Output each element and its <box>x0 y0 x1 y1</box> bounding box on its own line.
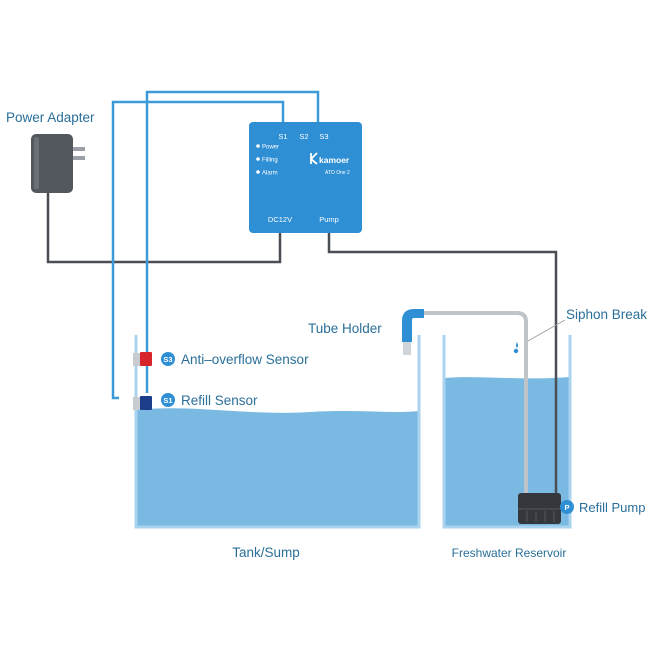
reservoir-outline <box>442 335 572 529</box>
adapter-prong-bottom <box>70 156 85 160</box>
tube-holder <box>402 309 424 355</box>
port-label-s1: S1 <box>278 132 287 141</box>
adapter-prong-top <box>70 147 85 151</box>
controller-body <box>249 122 362 233</box>
indicator-label-filling: Filling <box>262 158 278 164</box>
tank-sump <box>134 335 421 529</box>
brand-logo-icon <box>310 152 318 165</box>
brand-name: kamoer <box>319 155 350 165</box>
water-drop-icon <box>516 342 518 348</box>
refill-pump <box>518 493 561 524</box>
badge-p-label: P <box>564 503 569 512</box>
badge-p <box>560 500 574 514</box>
tube-holder-icon <box>402 309 424 342</box>
anti-overflow-sensor <box>133 352 152 366</box>
siphon-break-leader <box>527 319 566 342</box>
power-cable <box>46 192 282 264</box>
label-refill-pump: Refill Pump <box>579 500 645 515</box>
filling-indicator-dot <box>256 157 260 161</box>
refill-sensor <box>133 396 152 410</box>
refill-sensor-probe <box>140 396 152 410</box>
label-tank-sump: Tank/Sump <box>232 545 300 560</box>
badge-s3 <box>161 352 175 366</box>
power-adapter <box>31 134 85 193</box>
badge-s1-label: S1 <box>163 396 172 405</box>
water-drop-small-icon <box>513 348 519 354</box>
power-indicator-dot <box>256 144 260 148</box>
refill-tube <box>412 311 528 497</box>
adapter-highlight <box>34 137 39 189</box>
badge-s1 <box>161 393 175 407</box>
model-name: ATO One 2 <box>325 170 350 176</box>
port-label-s3: S3 <box>319 132 328 141</box>
indicator-label-power: Power <box>262 145 279 151</box>
refill-sensor-cable <box>111 100 285 400</box>
port-label-pump: Pump <box>319 215 339 224</box>
reservoir-water <box>444 377 570 527</box>
tank-outline <box>134 335 421 529</box>
tube-holder-outlet <box>403 342 411 355</box>
label-siphon-break: Siphon Break <box>566 307 647 322</box>
overflow-sensor-probe <box>140 352 152 366</box>
pump-cable <box>327 233 558 497</box>
port-label-s2: S2 <box>299 132 308 141</box>
port-label-dc12v: DC12V <box>268 215 292 224</box>
refill-sensor-mount <box>133 397 140 410</box>
label-anti-overflow-sensor: Anti–overflow Sensor <box>181 352 309 367</box>
label-freshwater-reservoir: Freshwater Reservoir <box>452 546 567 560</box>
indicator-label-alarm: Alarm <box>262 171 278 177</box>
badge-s3-label: S3 <box>163 355 172 364</box>
label-refill-sensor: Refill Sensor <box>181 393 258 408</box>
adapter-body <box>31 134 73 193</box>
label-power-adapter: Power Adapter <box>6 110 95 125</box>
overflow-sensor-cable <box>145 90 320 393</box>
tank-water <box>136 408 419 527</box>
label-tube-holder: Tube Holder <box>308 321 382 336</box>
overflow-sensor-mount <box>133 353 140 366</box>
ato-controller: S1 S2 S3 Power Filling Alarm kamoer ATO … <box>249 122 362 233</box>
freshwater-reservoir <box>442 335 572 529</box>
alarm-indicator-dot <box>256 170 260 174</box>
siphon-break-drops <box>513 342 519 354</box>
